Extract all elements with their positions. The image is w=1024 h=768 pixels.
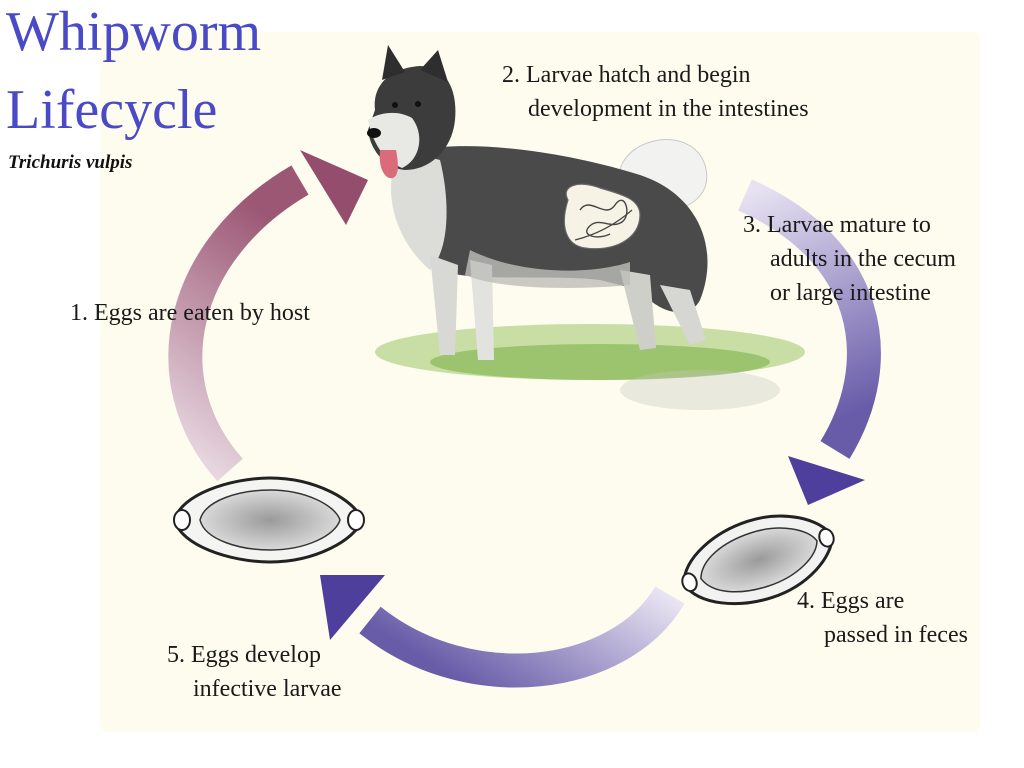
step-3-text-line2: adults in the cecum: [770, 246, 956, 272]
step-3-text: 3. Larvae mature to: [743, 212, 931, 238]
egg-icon: [681, 514, 835, 606]
cycle-arrow-icon: [737, 179, 881, 505]
cycle-arrow-icon: [168, 150, 368, 482]
step-5-text-line2: infective larvae: [193, 676, 342, 702]
step-3-label: 3. Larvae mature to adults in the cecum …: [743, 208, 956, 310]
step-2-text: 2. Larvae hatch and begin: [502, 62, 751, 88]
step-2-text-line2: development in the intestines: [528, 96, 809, 122]
step-5-label: 5. Eggs develop infective larvae: [167, 638, 342, 706]
husky-dog-illustration: [367, 45, 708, 360]
background-panel: [100, 32, 980, 732]
step-3-text-line3: or large intestine: [770, 280, 931, 306]
cycle-arrow-icon: [320, 575, 685, 688]
step-1-text: 1. Eggs are eaten by host: [70, 300, 310, 326]
step-4-text: 4. Eggs are: [797, 588, 905, 614]
step-5-text: 5. Eggs develop: [167, 642, 321, 668]
step-2-label: 2. Larvae hatch and begin development in…: [502, 58, 809, 126]
whipworm-icon: [563, 183, 641, 250]
species-name: Trichuris vulpis: [8, 152, 133, 173]
page-title-line2: Lifecycle: [6, 79, 218, 141]
step-1-label: 1. Eggs are eaten by host: [70, 296, 310, 330]
page-title: Whipworm: [6, 1, 262, 63]
egg-icon: [173, 476, 365, 564]
step-4-label: 4. Eggs are passed in feces: [797, 584, 968, 652]
step-4-text-line2: passed in feces: [824, 622, 968, 648]
